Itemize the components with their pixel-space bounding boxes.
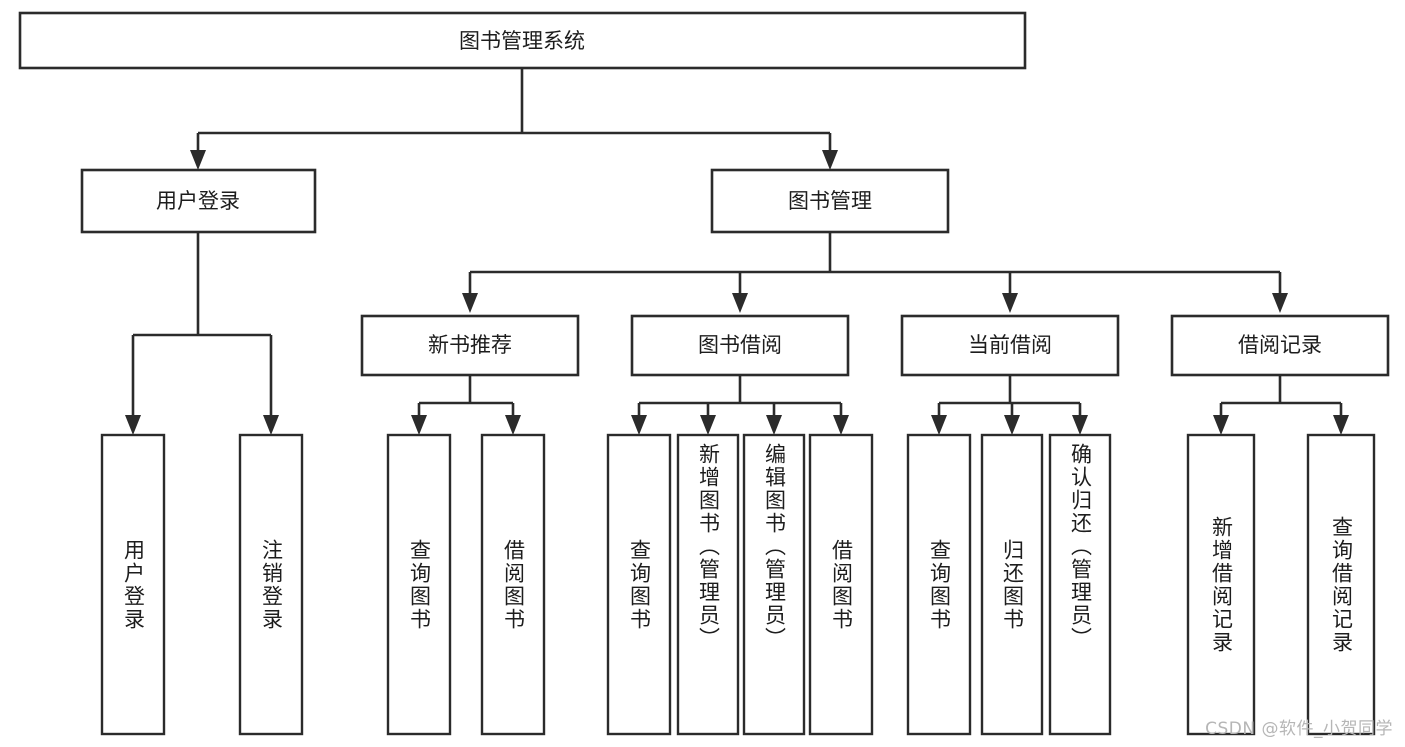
leaf-return-book-box[interactable] xyxy=(980,433,1044,736)
node-book-borrow-label: 图书借阅 xyxy=(698,333,782,357)
node-new-book-rec-label: 新书推荐 xyxy=(428,333,512,357)
arrow-to-currentborrow-icon xyxy=(1002,293,1018,313)
node-current-borrow-label: 当前借阅 xyxy=(968,333,1052,357)
node-borrow-record-box[interactable] xyxy=(1170,314,1390,377)
arrow-to-newbook-icon xyxy=(462,293,478,313)
node-borrow-record-label: 借阅记录 xyxy=(1238,333,1322,357)
arrow-to-leaf-user-login-icon xyxy=(125,415,141,435)
arrow-to-query-record-icon xyxy=(1333,415,1349,435)
node-new-book-rec-box[interactable] xyxy=(360,314,580,377)
arrow-to-bookborrow-icon xyxy=(732,293,748,313)
node-root-box[interactable] xyxy=(18,11,1027,70)
edge-group xyxy=(125,68,1349,435)
arrow-to-query-book-1-icon xyxy=(411,415,427,435)
arrow-to-confirm-return-icon xyxy=(1072,415,1088,435)
node-current-borrow-box[interactable] xyxy=(900,314,1120,377)
arrow-to-query-book-3-icon xyxy=(931,415,947,435)
arrow-to-borrow-book-2-icon xyxy=(833,415,849,435)
node-root-label: 图书管理系统 xyxy=(459,29,585,53)
arrow-to-query-book-2-icon xyxy=(631,415,647,435)
node-book-manage-box[interactable] xyxy=(710,168,950,234)
leaf-query-book-2-box[interactable] xyxy=(606,433,672,736)
arrow-to-borrowrecord-icon xyxy=(1272,293,1288,313)
leaf-query-record-box[interactable] xyxy=(1306,433,1376,736)
leaf-logout-login-box[interactable] xyxy=(238,433,304,736)
arrow-to-borrow-book-1-icon xyxy=(505,415,521,435)
leaf-add-record-box[interactable] xyxy=(1186,433,1256,736)
node-user-login-box[interactable] xyxy=(80,168,317,234)
arrow-to-add-record-icon xyxy=(1213,415,1229,435)
node-user-login-label: 用户登录 xyxy=(156,189,240,213)
leaf-query-book-1-box[interactable] xyxy=(386,433,452,736)
leaf-borrow-book-1-box[interactable] xyxy=(480,433,546,736)
leaf-borrow-book-2-box[interactable] xyxy=(808,433,874,736)
node-book-borrow-box[interactable] xyxy=(630,314,850,377)
leaf-user-login-box[interactable] xyxy=(100,433,166,736)
leaf-add-book-box[interactable] xyxy=(676,433,740,736)
arrow-root-to-user-login-icon xyxy=(190,150,206,170)
leaf-edit-book-box[interactable] xyxy=(742,433,806,736)
arrow-root-to-book-manage-icon xyxy=(822,150,838,170)
arrow-to-leaf-logout-login-icon xyxy=(263,415,279,435)
node-group: 图书管理系统 用户登录 图书管理 新书推荐 图书借阅 当前借阅 借阅记录 xyxy=(18,11,1390,736)
arrow-to-edit-book-icon xyxy=(766,415,782,435)
arrow-to-return-book-icon xyxy=(1004,415,1020,435)
node-book-manage-label: 图书管理 xyxy=(788,189,872,213)
leaf-confirm-return-box[interactable] xyxy=(1048,433,1112,736)
leaf-query-book-3-box[interactable] xyxy=(906,433,972,736)
arrow-to-add-book-icon xyxy=(700,415,716,435)
